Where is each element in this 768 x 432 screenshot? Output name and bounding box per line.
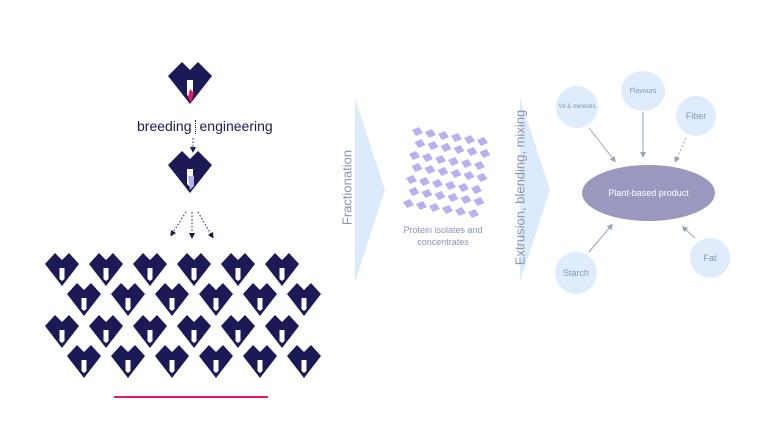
starch-node: Starch <box>555 252 597 294</box>
seed-icon <box>177 253 211 286</box>
seed-icon <box>133 253 167 286</box>
top-seed-icon <box>168 62 212 104</box>
seed-icon <box>265 253 299 286</box>
seed-icon <box>265 315 299 348</box>
seed-icon <box>199 345 233 378</box>
protein-flake <box>437 167 449 176</box>
fractionation-label: Fractionation <box>339 149 355 226</box>
engineering-label: engineering <box>199 118 273 134</box>
protein-flake <box>463 171 475 180</box>
seed-icon <box>89 315 123 348</box>
protein-flake <box>403 199 414 208</box>
protein-flake <box>464 135 475 144</box>
engineered-seed-icon <box>168 151 212 193</box>
extrusion-label: Extrusion, blending, mixing <box>512 109 528 266</box>
flavours-node: Flavours <box>621 71 665 111</box>
protein-flake <box>445 181 456 190</box>
multiply-arrows <box>170 211 214 239</box>
seed-icon <box>243 345 277 378</box>
seed-icon <box>67 345 101 378</box>
protein-flake <box>412 127 423 136</box>
protein-flake <box>453 145 465 154</box>
protein-flake <box>477 137 488 146</box>
protein-flake <box>429 203 440 212</box>
protein-flake <box>473 197 485 206</box>
protein-flake <box>466 147 478 156</box>
protein-flake <box>474 161 485 170</box>
protein-label: Protein isolates and concentrates <box>403 225 483 247</box>
seed-icon <box>67 283 101 316</box>
label-divider <box>194 120 197 135</box>
fat-node: Fat <box>690 238 730 278</box>
protein-flake <box>447 193 459 202</box>
seed-icon <box>155 345 189 378</box>
protein-flakes <box>403 127 491 218</box>
protein-flake <box>427 141 439 150</box>
seed-icon <box>89 253 123 286</box>
breeding-label: breeding <box>137 118 192 134</box>
seed-icon <box>199 283 233 316</box>
seed-icon <box>45 315 79 348</box>
protein-flake <box>460 195 472 204</box>
protein-flake <box>458 183 469 192</box>
plant-based-product-node: Plant-based product <box>582 165 715 221</box>
protein-flake <box>408 187 420 196</box>
fiber-node: Fiber <box>676 96 716 136</box>
protein-flake <box>406 175 417 184</box>
protein-flake <box>450 169 462 178</box>
protein-flake <box>479 149 491 158</box>
plant-based-product-label: Plant-based product <box>608 188 689 198</box>
vit-minerals-node: Vit & minerals <box>556 86 598 128</box>
protein-flake <box>468 209 479 218</box>
seed-icon <box>221 253 255 286</box>
starch-label: Starch <box>562 268 589 278</box>
seed-icon <box>111 283 145 316</box>
protein-flake <box>451 133 462 142</box>
protein-flake <box>409 151 420 160</box>
seed-icon <box>287 345 321 378</box>
protein-flake <box>414 139 426 148</box>
fat-label: Fat <box>703 253 717 263</box>
protein-flake <box>461 159 472 168</box>
fractionation-arrow <box>355 98 385 282</box>
seed-icon <box>287 283 321 316</box>
protein-flake <box>440 143 452 152</box>
seed-icon <box>45 253 79 286</box>
protein-flake <box>411 163 423 172</box>
protein-flake <box>421 189 433 198</box>
breeding-engineering-label: breeding engineering <box>136 118 273 135</box>
seed-icon <box>133 315 167 348</box>
product-input-arrows <box>588 112 696 253</box>
protein-flake <box>419 177 430 186</box>
protein-flake <box>434 191 446 200</box>
protein-flake <box>432 179 443 188</box>
protein-flake <box>442 205 453 214</box>
seed-icon <box>155 283 189 316</box>
protein-flake <box>448 157 459 166</box>
protein-flake <box>438 131 449 140</box>
flavours-label: Flavours <box>629 87 657 95</box>
protein-flake <box>422 153 433 162</box>
seed-grid <box>45 253 321 378</box>
protein-flake <box>416 201 427 210</box>
seed-icon <box>111 345 145 378</box>
protein-flake <box>471 185 482 194</box>
seed-icon <box>221 315 255 348</box>
extrusion-arrow <box>520 98 550 282</box>
seed-icon <box>243 283 277 316</box>
protein-flake <box>425 129 436 138</box>
fiber-label: Fiber <box>685 111 707 121</box>
seed-icon <box>177 315 211 348</box>
protein-flake <box>476 173 488 182</box>
protein-flake <box>435 155 446 164</box>
protein-flake <box>455 207 466 216</box>
vit-minerals-label: Vit & minerals <box>558 103 596 110</box>
protein-flake <box>424 165 436 174</box>
